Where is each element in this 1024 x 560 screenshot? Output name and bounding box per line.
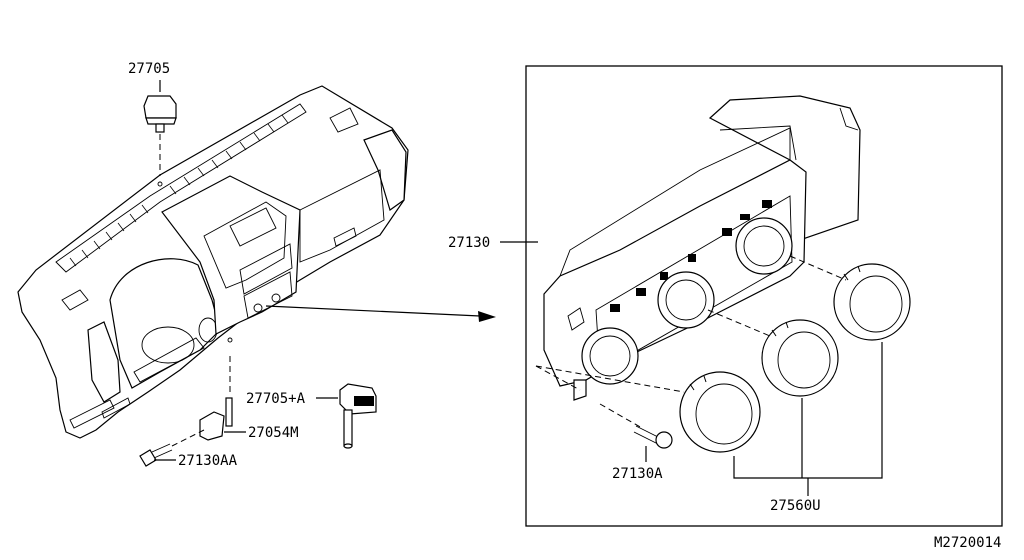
detail-frame	[525, 65, 1003, 527]
label-27560u: 27560U	[770, 498, 821, 514]
diagram-code: M2720014	[934, 535, 1001, 551]
switch-27705-a	[339, 383, 377, 449]
switch-27705	[143, 80, 177, 176]
label-27705-a: 27705+A	[246, 391, 306, 407]
label-27130: 27130	[448, 235, 490, 251]
label-27054m: 27054M	[248, 425, 299, 441]
screw-27130a	[633, 425, 673, 462]
label-27130a: 27130A	[612, 466, 663, 482]
instrument-panel	[17, 85, 409, 439]
sensor-27054m	[199, 356, 233, 441]
knob-rings	[679, 263, 911, 453]
label-27705: 27705	[128, 61, 170, 77]
label-27130aa: 27130AA	[178, 453, 238, 469]
